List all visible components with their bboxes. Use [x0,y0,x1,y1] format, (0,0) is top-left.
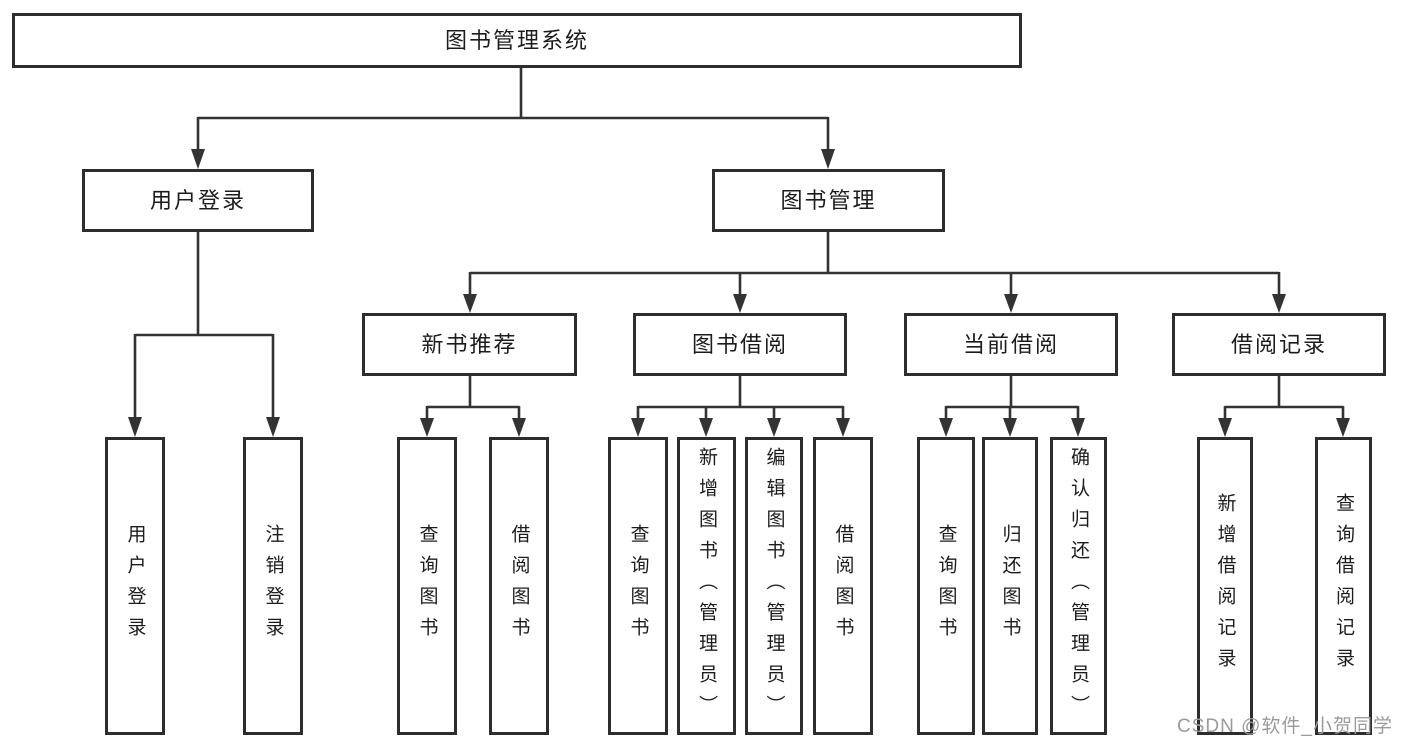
node-leaf-user-login: 用户登录 [105,437,165,735]
arrowhead [699,418,713,437]
arrowhead [463,294,477,313]
node-root: 图书管理系统 [12,13,1022,68]
node-book-mgmt: 图书管理 [712,169,945,232]
arrowhead [631,418,645,437]
node-leaf-borrow-book-a: 借阅图书 [489,437,549,735]
node-leaf-query-book-b: 查询图书 [608,437,668,735]
arrowhead [128,417,142,437]
node-borrow-record: 借阅记录 [1172,313,1386,376]
node-leaf-query-record: 查询借阅记录 [1315,437,1372,735]
node-book-borrow: 图书借阅 [633,313,847,376]
node-leaf-confirm-return: 确认归还（管理员） [1050,437,1107,735]
arrowhead [1071,418,1085,437]
arrowhead [1272,294,1286,313]
watermark-text: CSDN @软件_小贺同学 [1177,716,1393,737]
node-leaf-add-book: 新增图书（管理员） [677,437,736,735]
node-current-borrow: 当前借阅 [904,313,1118,376]
arrowhead [266,417,280,437]
arrowhead [512,418,526,437]
arrowhead [1218,418,1232,437]
arrowhead [733,294,747,313]
arrowhead [1003,418,1017,437]
node-leaf-borrow-book-b: 借阅图书 [813,437,873,735]
arrowhead [939,418,953,437]
arrowhead [1336,418,1350,437]
arrowhead [191,149,205,169]
node-leaf-logout: 注销登录 [243,437,303,735]
arrowhead [1004,294,1018,313]
node-leaf-edit-book: 编辑图书（管理员） [745,437,803,735]
node-leaf-return-book: 归还图书 [982,437,1038,735]
node-new-book-rec: 新书推荐 [362,313,577,376]
arrowhead [821,149,835,169]
arrowhead [836,418,850,437]
node-leaf-query-book-a: 查询图书 [397,437,457,735]
arrowhead [420,418,434,437]
node-leaf-add-record: 新增借阅记录 [1197,437,1253,735]
node-leaf-query-book-c: 查询图书 [917,437,975,735]
node-user-login: 用户登录 [82,169,314,232]
arrowhead [767,418,781,437]
